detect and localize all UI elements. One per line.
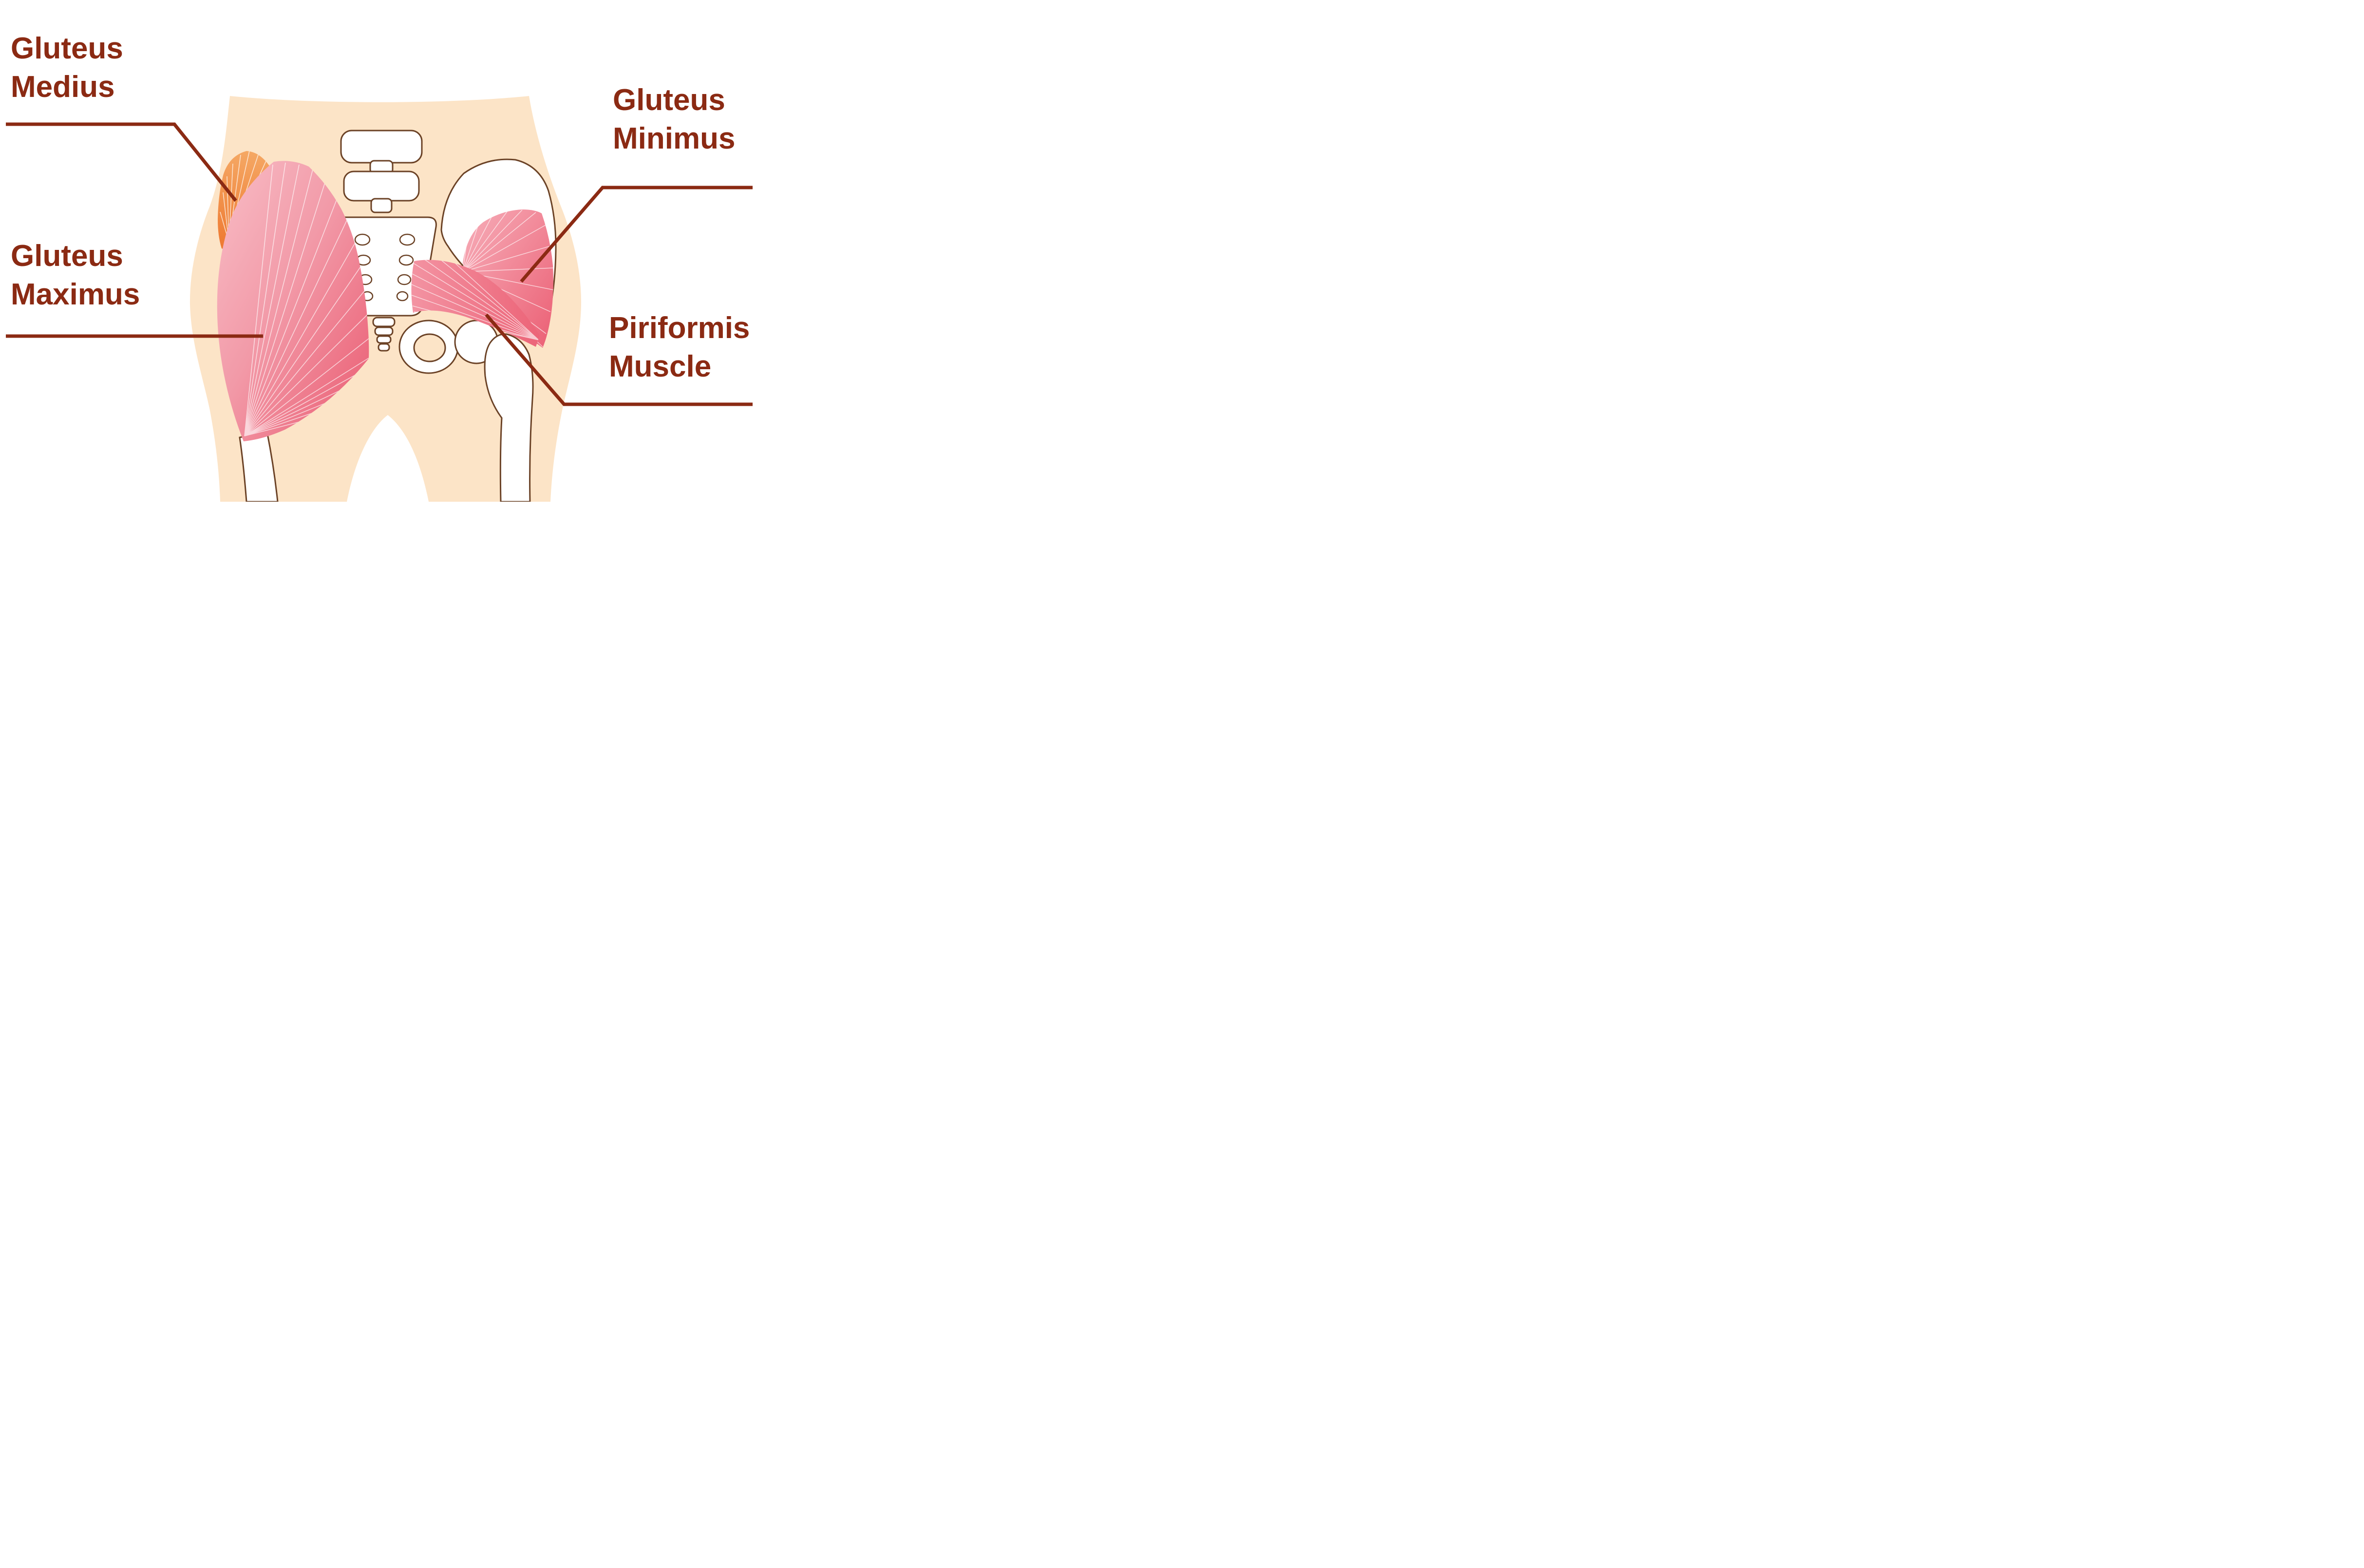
label-gluteus-maximus: Gluteus Maximus [11,237,140,314]
femur-right [454,320,534,502]
coccyx [372,317,396,352]
illustration [6,96,753,502]
label-gluteus-medius-line1: Gluteus [11,32,123,65]
label-piriformis-muscle-line1: Piriformis [609,311,750,345]
label-gluteus-maximus-line2: Maximus [11,278,140,312]
gluteus-maximus-striations [244,162,369,436]
gluteus-maximus-muscle [217,161,369,441]
leader-line-gluteus-medius [6,122,237,202]
label-gluteus-minimus: Gluteus Minimus [613,81,735,158]
anatomy-diagram: Gluteus Medius Gluteus Maximus Gluteus M… [0,0,756,502]
leader-line-piriformis [485,313,753,406]
label-gluteus-medius: Gluteus Medius [11,29,123,107]
label-gluteus-medius-line2: Medius [11,70,115,104]
label-gluteus-minimus-line1: Gluteus [613,83,725,117]
leader-lines [6,122,753,406]
femur-left [239,431,279,502]
obturator-foramen [398,320,459,374]
label-gluteus-maximus-line1: Gluteus [11,239,123,273]
leader-line-gluteus-minimus [520,186,753,283]
label-piriformis-muscle-line2: Muscle [609,350,712,384]
label-piriformis-muscle: Piriformis Muscle [609,309,750,386]
label-gluteus-minimus-line2: Minimus [613,122,736,156]
lumbar-vertebrae [340,130,423,213]
